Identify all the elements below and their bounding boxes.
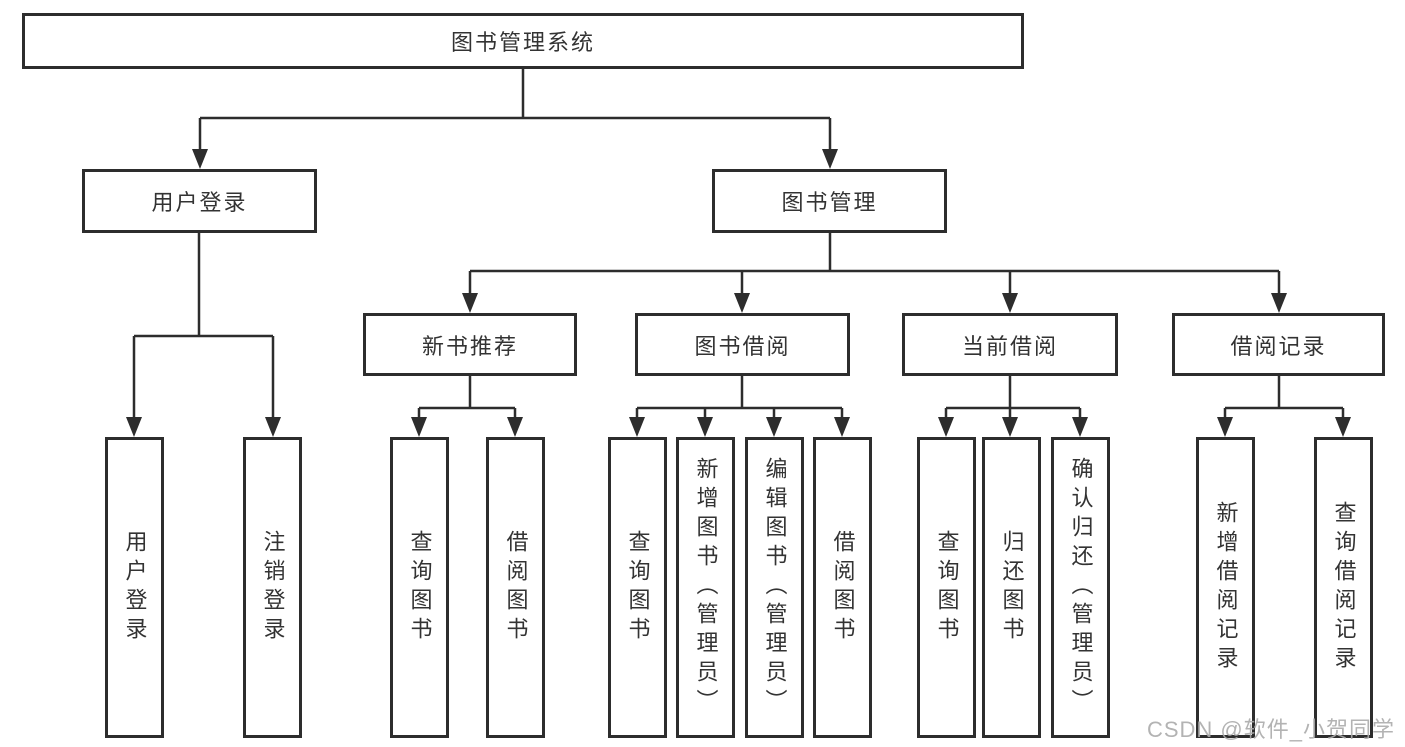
leaf-query-books-borrowing: 查询图书	[608, 437, 667, 738]
leaf-user-login: 用户登录	[105, 437, 164, 738]
node-book-borrowing: 图书借阅	[635, 313, 850, 376]
leaf-query-books-current: 查询图书	[917, 437, 976, 738]
leaf-edit-books-admin-label: 编辑图书（管理员）	[762, 457, 788, 718]
leaf-query-borrow-record-label: 查询借阅记录	[1331, 500, 1357, 675]
leaf-add-books-admin: 新增图书（管理员）	[676, 437, 735, 738]
node-book-management: 图书管理	[712, 169, 947, 233]
leaf-logout: 注销登录	[243, 437, 302, 738]
node-root-label: 图书管理系统	[450, 30, 595, 55]
leaf-query-books-recommend: 查询图书	[390, 437, 449, 738]
csdn-watermark: CSDN @软件_小贺同学	[1146, 717, 1395, 742]
leaf-user-login-label: 用户登录	[122, 529, 148, 646]
leaf-query-borrow-record: 查询借阅记录	[1314, 437, 1373, 738]
leaf-confirm-return-admin-label: 确认归还（管理员）	[1068, 457, 1094, 718]
node-borrowing-records-label: 借阅记录	[1230, 333, 1327, 359]
node-borrowing-records: 借阅记录	[1172, 313, 1385, 376]
leaf-edit-books-admin: 编辑图书（管理员）	[745, 437, 804, 738]
leaf-add-books-admin-label: 新增图书（管理员）	[693, 457, 719, 718]
leaf-add-borrow-record: 新增借阅记录	[1196, 437, 1255, 738]
node-book-borrowing-label: 图书借阅	[694, 333, 791, 359]
leaf-query-books-current-label: 查询图书	[934, 529, 960, 646]
node-book-management-label: 图书管理	[781, 190, 878, 215]
leaf-borrow-books-recommend: 借阅图书	[486, 437, 545, 738]
node-new-book-recommend: 新书推荐	[363, 313, 577, 376]
node-user-login-label: 用户登录	[151, 190, 248, 215]
leaf-add-borrow-record-label: 新增借阅记录	[1213, 500, 1239, 675]
leaf-return-books-label: 归还图书	[999, 529, 1025, 646]
leaf-borrow-books-borrowing-label: 借阅图书	[830, 529, 856, 646]
leaf-logout-label: 注销登录	[260, 529, 286, 646]
leaf-confirm-return-admin: 确认归还（管理员）	[1051, 437, 1110, 738]
leaf-return-books: 归还图书	[982, 437, 1041, 738]
node-new-book-recommend-label: 新书推荐	[421, 333, 518, 359]
node-current-borrowing: 当前借阅	[902, 313, 1118, 376]
leaf-borrow-books-borrowing: 借阅图书	[813, 437, 872, 738]
node-user-login: 用户登录	[82, 169, 317, 233]
node-current-borrowing-label: 当前借阅	[961, 333, 1058, 359]
arrowheads	[126, 149, 1351, 437]
leaf-query-books-recommend-label: 查询图书	[407, 529, 433, 646]
leaf-borrow-books-recommend-label: 借阅图书	[503, 529, 529, 646]
leaf-query-books-borrowing-label: 查询图书	[625, 529, 651, 646]
node-root: 图书管理系统	[22, 13, 1024, 69]
